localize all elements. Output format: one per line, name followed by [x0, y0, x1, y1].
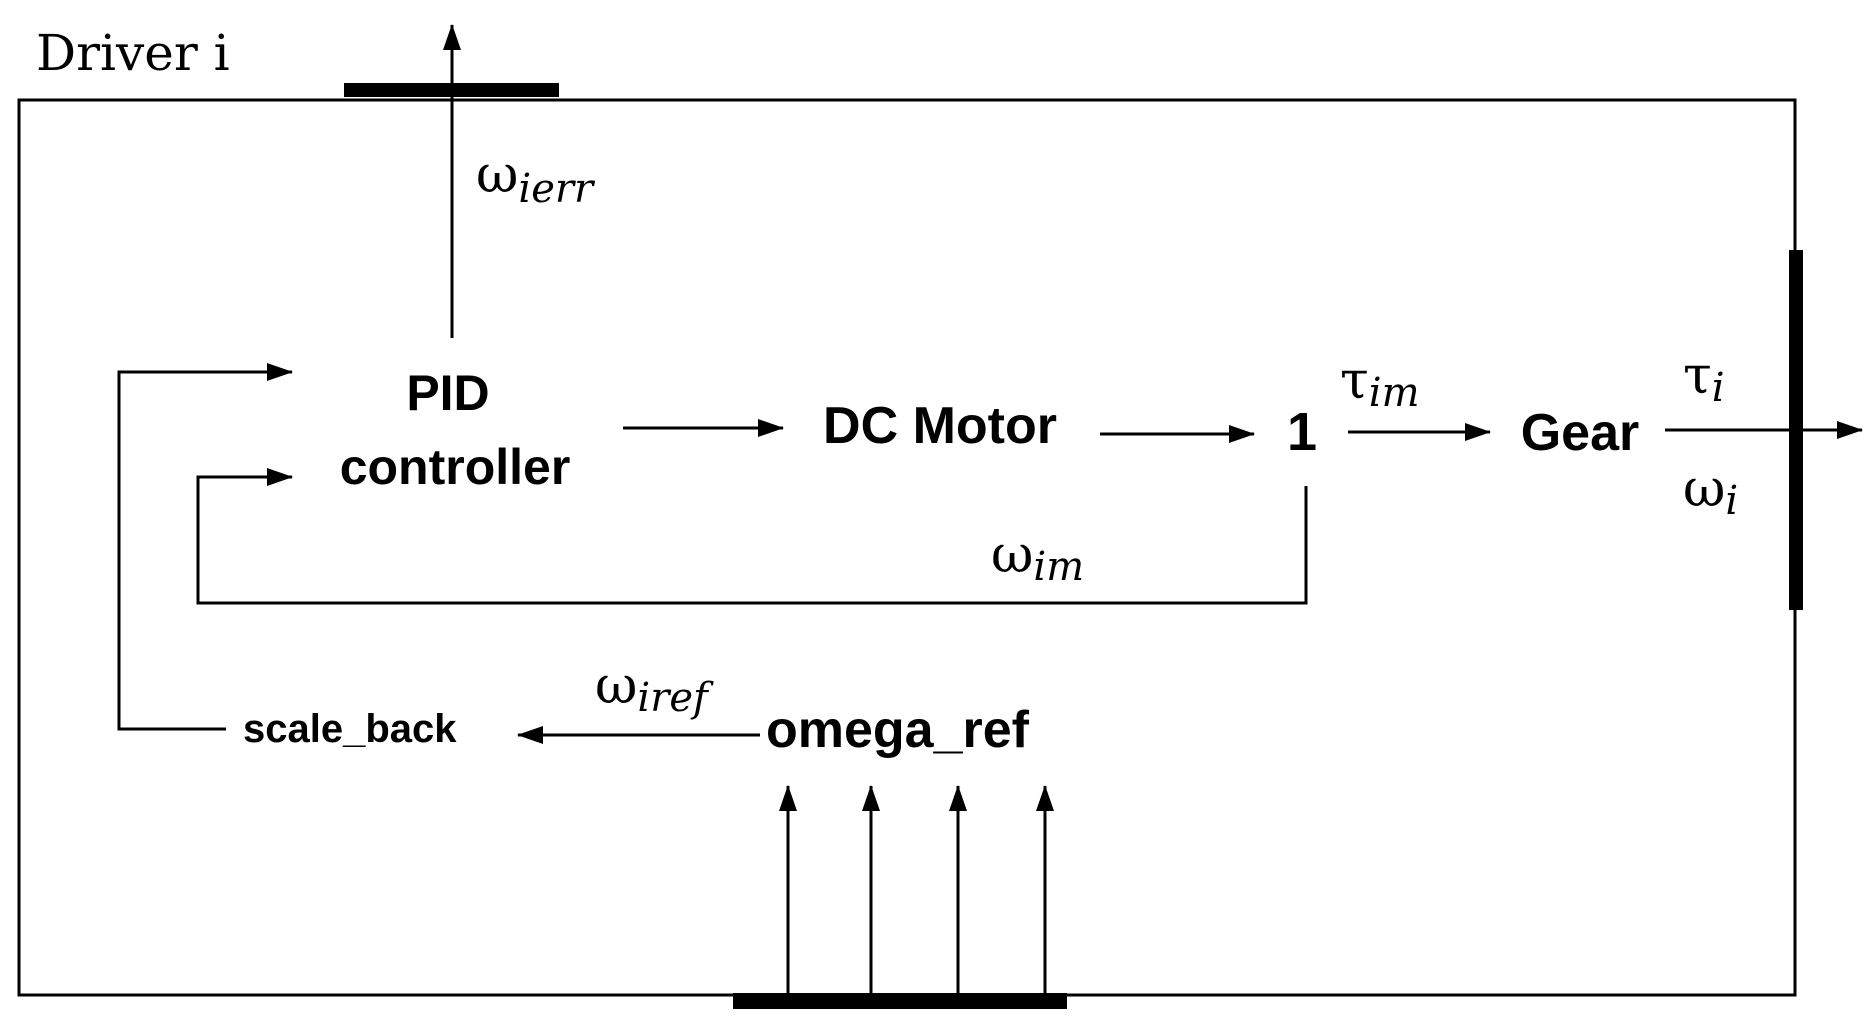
omega-i-label: ωi: [1683, 459, 1738, 524]
pid-block-label-line2: controller: [340, 439, 571, 495]
gain-block-label: 1: [1287, 402, 1317, 462]
scale-back-to-pid-wire: [117, 363, 293, 731]
pid-block-label-line1: PID: [406, 365, 489, 421]
bottom-input-port-bar: [733, 993, 1067, 1009]
omega-ref-block-label: omega_ref: [766, 701, 1030, 759]
tau-im-label: τim: [1340, 351, 1420, 416]
subsystem-frame: [17, 98, 1797, 997]
tau-i-label: τi: [1683, 346, 1725, 411]
omega-iref-label: ωiref: [595, 656, 714, 721]
driver-title: Driver i: [36, 24, 230, 82]
dc-motor-block-label: DC Motor: [823, 397, 1057, 455]
scale-back-block-label: scale_back: [243, 707, 457, 751]
gear-block-label: Gear: [1521, 404, 1640, 462]
omega-ierr-label: ωierr: [476, 145, 596, 212]
omega-im-feedback-wire: [196, 468, 1308, 605]
omega-im-label: ωim: [991, 525, 1084, 590]
